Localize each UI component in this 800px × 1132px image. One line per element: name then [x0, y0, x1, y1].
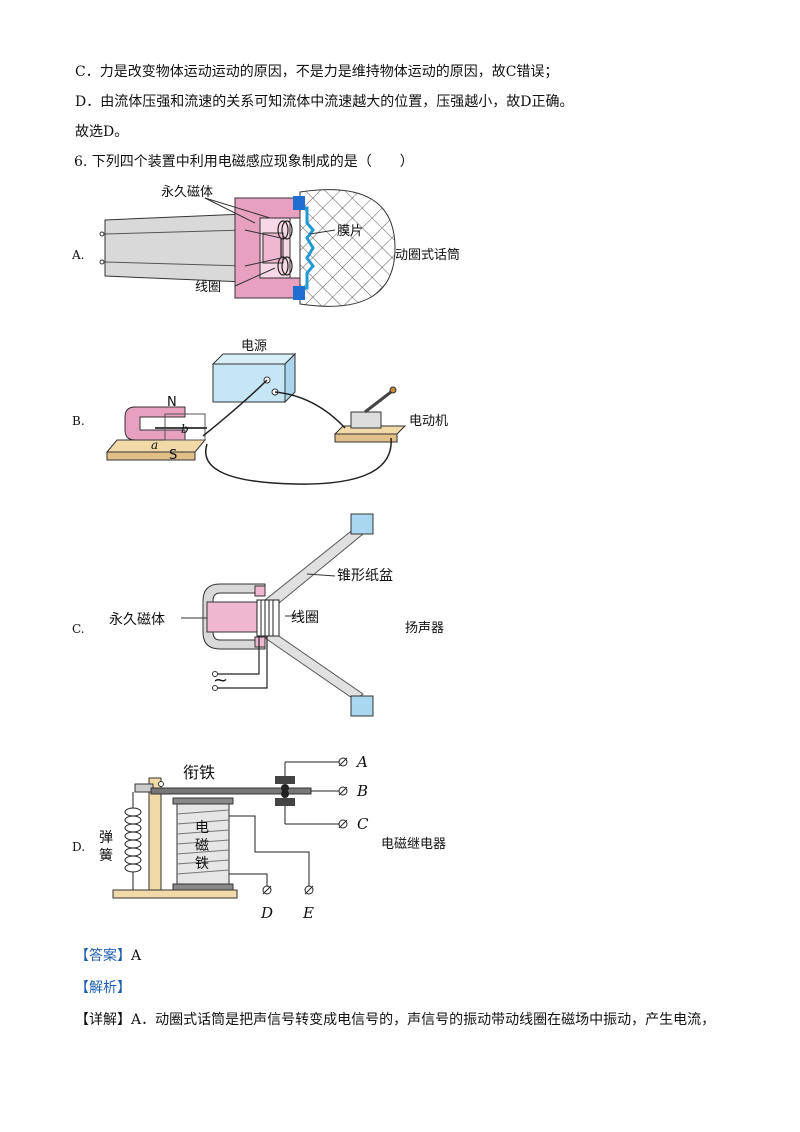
terminal-d-label: D — [260, 904, 273, 922]
question-6: 6. 下列四个装置中利用电磁感应现象制成的是（ ） — [74, 154, 414, 170]
ac-symbol: ~ — [213, 670, 228, 691]
north-pole-label: N — [167, 395, 177, 410]
motor-caption: 电动机 — [409, 414, 448, 429]
rod-end-a-label: a — [151, 438, 158, 452]
motor-figure: 电源 N S a b 电动机 — [105, 339, 448, 485]
answer-value: A — [131, 948, 142, 964]
spring-label-1: 弹 — [99, 830, 113, 846]
option-d-label: D. — [72, 840, 86, 854]
option-b-label: B. — [72, 414, 85, 428]
electromagnet-label-2: 磁 — [195, 838, 209, 854]
option-d-explanation: D．由流体压强和流速的关系可知流体中流速越大的位置，压强越小，故D正确。 — [75, 94, 574, 110]
answer-tag: 【答案】 — [75, 948, 131, 964]
relay-caption: 电磁继电器 — [381, 837, 446, 852]
analysis-line: 【解析】 — [75, 978, 131, 998]
electromagnet-label-1: 电 — [195, 820, 209, 836]
terminal-c-label: C — [357, 815, 369, 833]
terminal-e-label: E — [302, 904, 314, 922]
rod-end-b-label: b — [181, 422, 189, 436]
speaker-figure: ~ 锥形纸盆 线圈 永久磁体 扬声器 — [109, 513, 444, 717]
answer-line: 【答案】A — [75, 946, 141, 966]
option-a-label: A. — [72, 248, 85, 262]
relay-figure: 弹 簧 衔铁 电 磁 铁 A B C D E 电磁继电器 — [99, 753, 446, 922]
detail-line: 【详解】A．动圈式话筒是把声信号转变成电信号的，声信号的振动带动线圈在磁场中振动… — [75, 1010, 715, 1030]
detail-text: A．动圈式话筒是把声信号转变成电信号的，声信号的振动带动线圈在磁场中振动，产生电… — [131, 1012, 716, 1028]
choice-conclusion: 故选D。 — [75, 124, 129, 140]
speaker-caption: 扬声器 — [405, 621, 444, 636]
cone-label: 锥形纸盆 — [337, 568, 393, 584]
south-pole-label: S — [169, 448, 177, 463]
microphone-caption: 动圈式话筒 — [395, 247, 460, 263]
terminal-b-label: B — [356, 782, 368, 800]
magnet-label: 永久磁体 — [161, 185, 213, 200]
option-c-explanation: C．力是改变物体运动运动的原因，不是力是维持物体运动的原因，故C错误； — [75, 64, 559, 80]
power-label: 电源 — [241, 339, 267, 354]
armature-label: 衔铁 — [183, 763, 215, 782]
detail-tag: 【详解】 — [75, 1012, 131, 1028]
analysis-tag: 【解析】 — [75, 980, 131, 996]
spring-label-2: 簧 — [99, 848, 113, 864]
membrane-label: 膜片 — [337, 224, 363, 239]
speaker-magnet-label: 永久磁体 — [109, 612, 165, 628]
option-c-label: C. — [72, 622, 85, 636]
electromagnet-label-3: 铁 — [195, 856, 209, 872]
terminal-a-label: A — [355, 753, 368, 771]
coil-label: 线圈 — [195, 280, 221, 295]
microphone-figure: 永久磁体 膜片 线圈 动圈式话筒 — [99, 185, 460, 307]
speaker-coil-label: 线圈 — [291, 610, 319, 626]
